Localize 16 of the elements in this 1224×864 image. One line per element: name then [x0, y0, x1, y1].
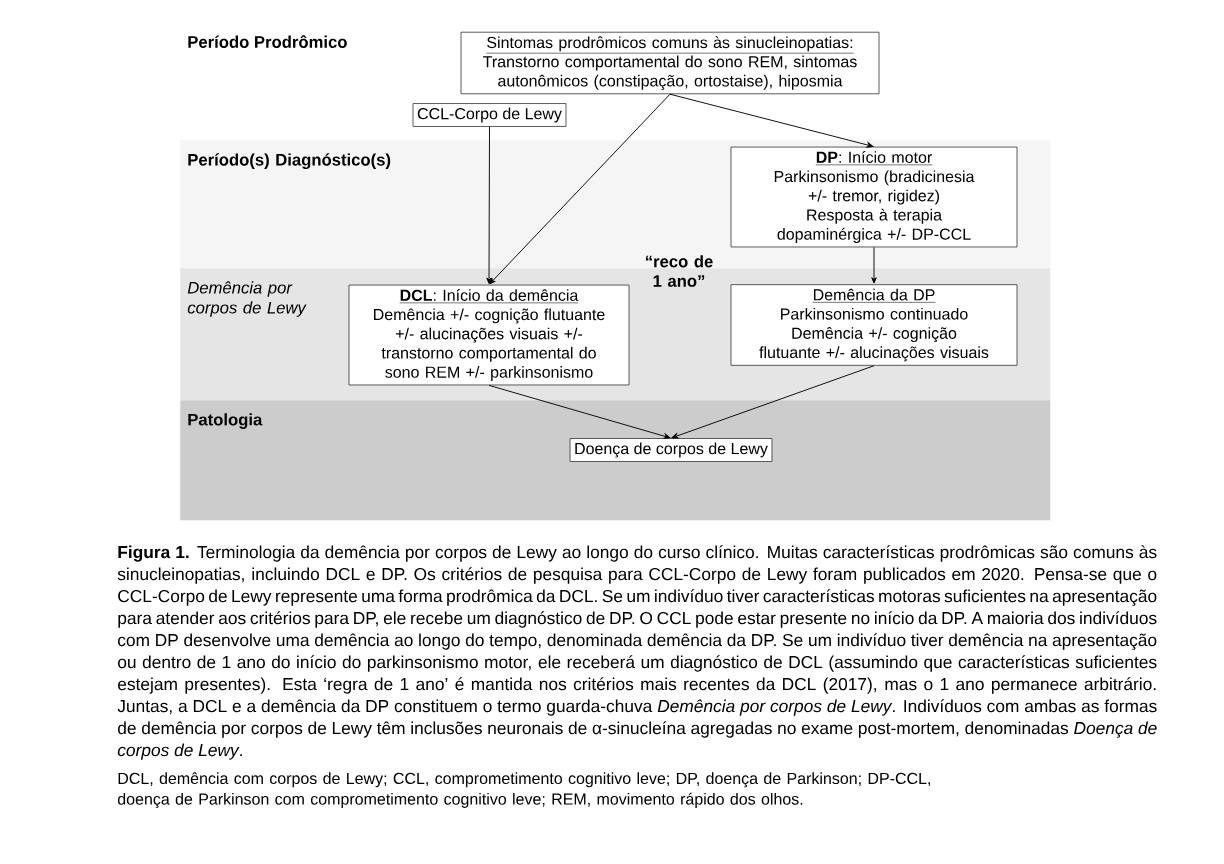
- period-label: Período Prodrômico: [188, 35, 347, 48]
- arrow: [669, 93, 874, 148]
- arrow: [486, 126, 492, 284]
- text-box: CCL-Corpo de Lewy: [412, 103, 567, 127]
- rule-label: “reco de 1 ano”: [645, 255, 713, 287]
- text-box: Sintomas prodrômicos comuns às sinucleinopatias: Transtorno comportamental do sono REM, sintomas autonômicos (constipação, ortostaise), hiposmia: [460, 31, 880, 95]
- arrow: [671, 365, 875, 439]
- text-box: Doença de corpos de Lewy: [569, 438, 773, 462]
- arrow: [871, 246, 877, 284]
- abbreviations-note: DCL, demência com corpos de Lewy; CCL, comprometimento cognitivo leve; DP, doença de Parkinson; DP-CCL, doença de Parkinson com comprometimento cognitivo leve; REM, movimento rápido dos olhos.: [117, 772, 930, 808]
- text-box: DP: Início motor Parkinsonismo (bradicinesia +/- tremor, rigidez) Resposta à terapia dopaminérgica +/- DP-CCL: [730, 146, 1018, 248]
- caption: Figura 1. Terminologia da demência por corpos de Lewy ao longo do curso clínico. Muitas características prodrômicas são comuns às sinucleinopatias, incluindo DCL e DP. Os critérios de pesquisa para CCL-Corpo de Lewy foram publicados em 2020. Pensa-se que o CCL-Corpo de Lewy represente uma forma prodrômica da DCL. Se um indivíduo tiver características motoras suficientes na apresentação para atender aos critérios para DP, ele recebe um diagnóstico de DP. O CCL pode estar presente no início da DP. A maioria dos indivíduos com DP desenvolve uma demência ao longo do tempo, denominada demência da DP. Se um indivíduo tiver demência na apresentação ou dentro de 1 ano do início do parkinsonismo motor, ele receberá um diagnóstico de DCL (assumindo que características suficientes estejam presentes). Esta ‘regra de 1 ano’ é mantida nos critérios mais recentes da DCL (2017), mas o 1 ano permanece arbitrário. Juntas, a DCL e a demência da DP constituem o termo guarda-chuva Demência por corpos de Lewy. Indivíduos com ambas as formas de demência por corpos de Lewy têm inclusões neuronais de α-sinucleína agregadas no exame post-mortem, denominadas Doença de corpos de Lewy.: [117, 545, 1157, 760]
- text-box: Demência da DP Parkinsonismo continuado Demência +/- cognição flutuante +/- alucinações visuais: [730, 284, 1018, 366]
- arrow: [488, 384, 671, 439]
- arrow: [489, 93, 671, 285]
- text-box: DCL: Início da demência Demência +/- cognição flutuante +/- alucinações visuais +/- transtorno comportamental do sono REM +/- parkinsonismo: [348, 284, 630, 386]
